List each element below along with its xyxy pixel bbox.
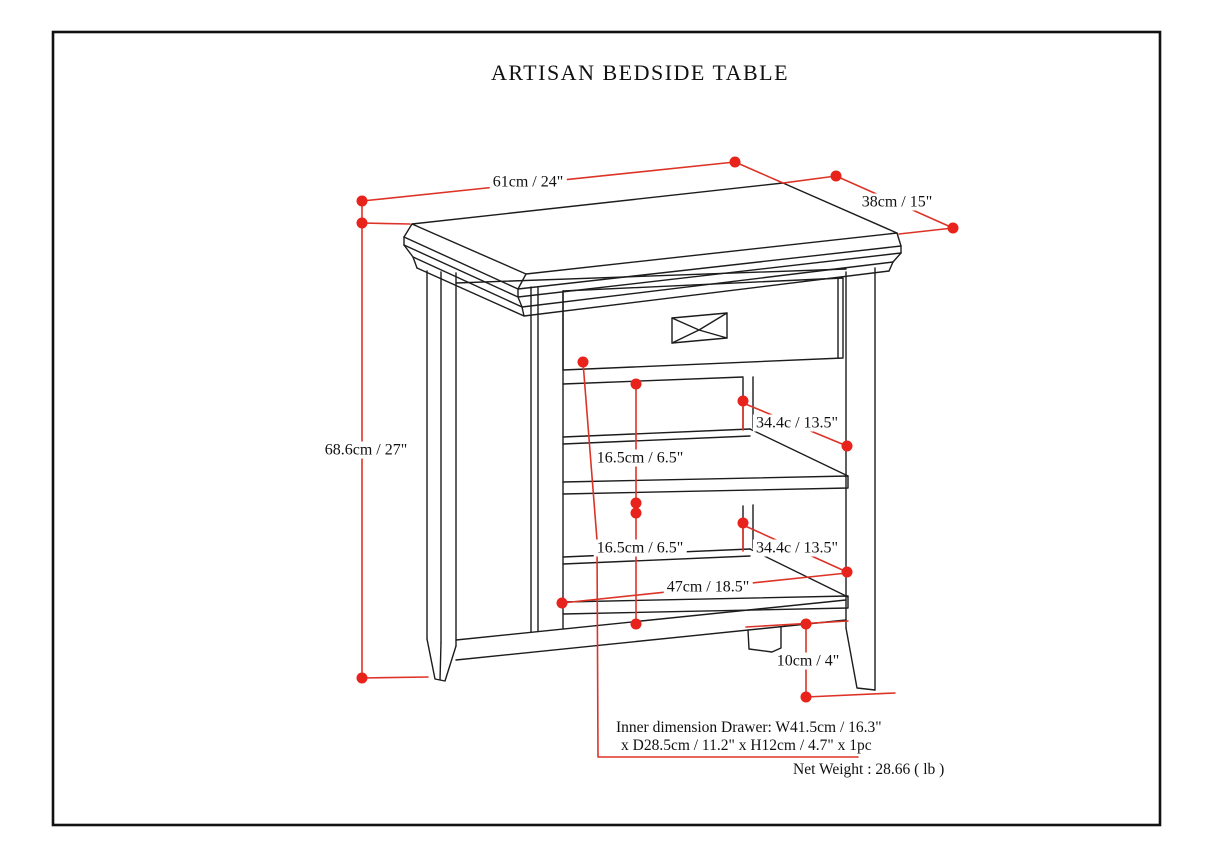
- dim-label-upper-opening: 16.5cm / 6.5": [593, 449, 687, 467]
- tabletop: [403, 182, 902, 317]
- drawer-handle: [671, 312, 728, 344]
- table-drawing: [403, 182, 902, 691]
- dimension-dots: [356, 156, 959, 703]
- front-left-leg: [426, 270, 457, 682]
- back-foot: [747, 626, 782, 653]
- bottom-rail: [455, 599, 847, 661]
- dim-label-lower-shelf-depth: 34.4c / 13.5": [752, 539, 842, 557]
- dim-label-top-depth: 38cm / 15": [858, 193, 936, 211]
- drawer-note-line2: x D28.5cm / 11.2" x H12cm / 4.7" x 1pc: [619, 737, 874, 755]
- net-weight-note: Net Weight : 28.66 ( lb ): [791, 761, 947, 779]
- front-right-leg: [845, 267, 876, 691]
- dim-label-upper-shelf-depth: 34.4c / 13.5": [752, 414, 842, 432]
- dim-label-lower-opening: 16.5cm / 6.5": [593, 539, 687, 557]
- page-border: [51, 30, 1162, 827]
- drawer-front: [562, 277, 844, 371]
- drawer-note-line1: Inner dimension Drawer: W41.5cm / 16.3": [614, 719, 884, 737]
- page-title: ARTISAN BEDSIDE TABLE: [490, 60, 790, 85]
- dim-label-height: 68.6cm / 27": [321, 441, 411, 459]
- body-frame: [455, 268, 847, 633]
- upper-shelf: [562, 428, 849, 495]
- dim-label-clearance: 10cm / 4": [773, 652, 843, 670]
- dim-label-shelf-width: 47cm / 18.5": [663, 578, 753, 596]
- dim-label-top-width: 61cm / 24": [489, 173, 567, 191]
